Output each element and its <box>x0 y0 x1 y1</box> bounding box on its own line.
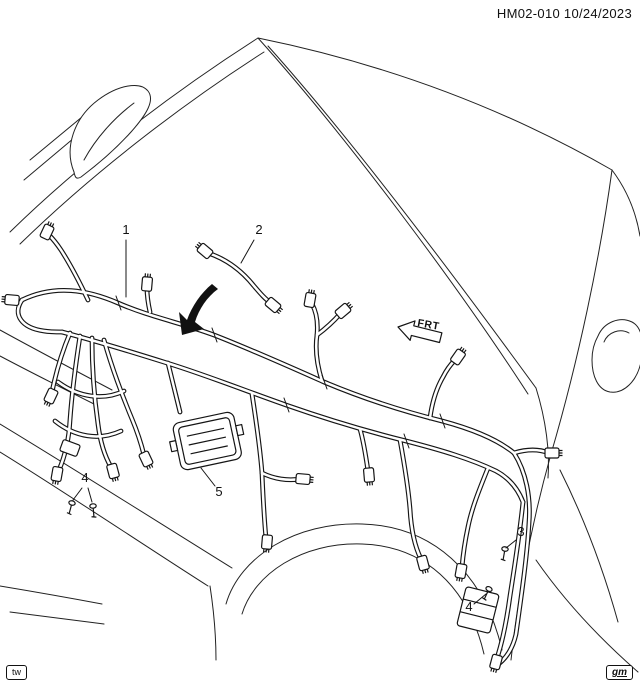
callout-3: 3 <box>517 524 524 539</box>
gm-logo: gm <box>606 665 633 680</box>
callout-5: 5 <box>215 484 222 499</box>
artist-mark: tw <box>6 665 27 680</box>
callout-leaders <box>72 239 517 605</box>
harness-connectors <box>0 219 564 675</box>
wiper-arm-shape <box>69 85 152 179</box>
callout-4-left: 4 <box>81 470 88 485</box>
callout-1: 1 <box>122 222 129 237</box>
harness-clips <box>115 295 446 449</box>
vehicle-outline <box>0 37 640 673</box>
routing-arrow-icon <box>179 284 218 335</box>
callout-4-right: 4 <box>465 599 472 614</box>
frt-arrow-icon: FRT <box>397 317 443 344</box>
frt-label: FRT <box>416 317 440 333</box>
drawing-id: HM02-010 10/24/2023 <box>496 6 632 21</box>
junction-block <box>169 411 245 471</box>
side-mirror-shape <box>591 319 640 393</box>
connector-bank <box>456 586 500 634</box>
callout-2: 2 <box>255 222 262 237</box>
